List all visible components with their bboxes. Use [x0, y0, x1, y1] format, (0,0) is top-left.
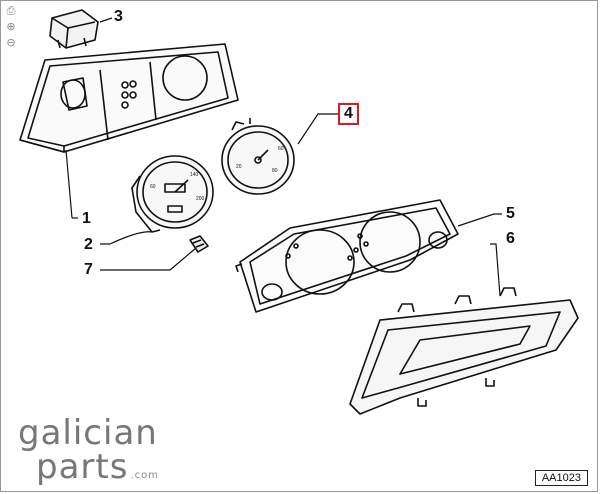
reference-code: AA1023 — [534, 470, 588, 486]
callout-2: 2 — [84, 236, 93, 253]
watermark-logo: galician parts.com — [18, 416, 159, 493]
watermark-suffix: .com — [130, 470, 159, 481]
watermark-line2: parts.com — [36, 450, 159, 493]
zoom-in-icon[interactable]: ⊕ — [6, 20, 16, 33]
page-icon[interactable]: ⎙ — [6, 4, 16, 17]
zoom-out-icon[interactable]: ⊖ — [6, 36, 16, 49]
svg-text:60: 60 — [150, 184, 156, 190]
svg-text:140: 140 — [190, 172, 199, 178]
part-4-tachometer: 20 60 80 — [221, 118, 295, 195]
svg-text:20: 20 — [236, 164, 242, 170]
part-1-housing — [19, 43, 239, 153]
leader-lines — [65, 17, 502, 297]
part-5-dial-panel — [235, 199, 459, 313]
callout-1: 1 — [82, 210, 91, 227]
callout-5: 5 — [506, 205, 515, 222]
callout-3: 3 — [114, 8, 123, 25]
part-3-module — [49, 9, 99, 49]
watermark-line1: galician — [18, 413, 158, 453]
svg-text:60: 60 — [278, 146, 284, 152]
viewer-toolbar: ⎙ ⊕ ⊖ — [4, 4, 20, 50]
watermark-line2-text: parts — [36, 447, 129, 487]
part-2-speedometer: 60 140 200 — [131, 155, 214, 233]
callout-4-highlighted: 4 — [338, 103, 359, 125]
callout-7: 7 — [84, 261, 93, 278]
callout-6: 6 — [506, 230, 515, 247]
part-7-bulb — [189, 235, 209, 253]
part-6-lens-frame — [349, 287, 579, 415]
svg-text:80: 80 — [272, 168, 278, 174]
svg-text:200: 200 — [196, 196, 205, 202]
